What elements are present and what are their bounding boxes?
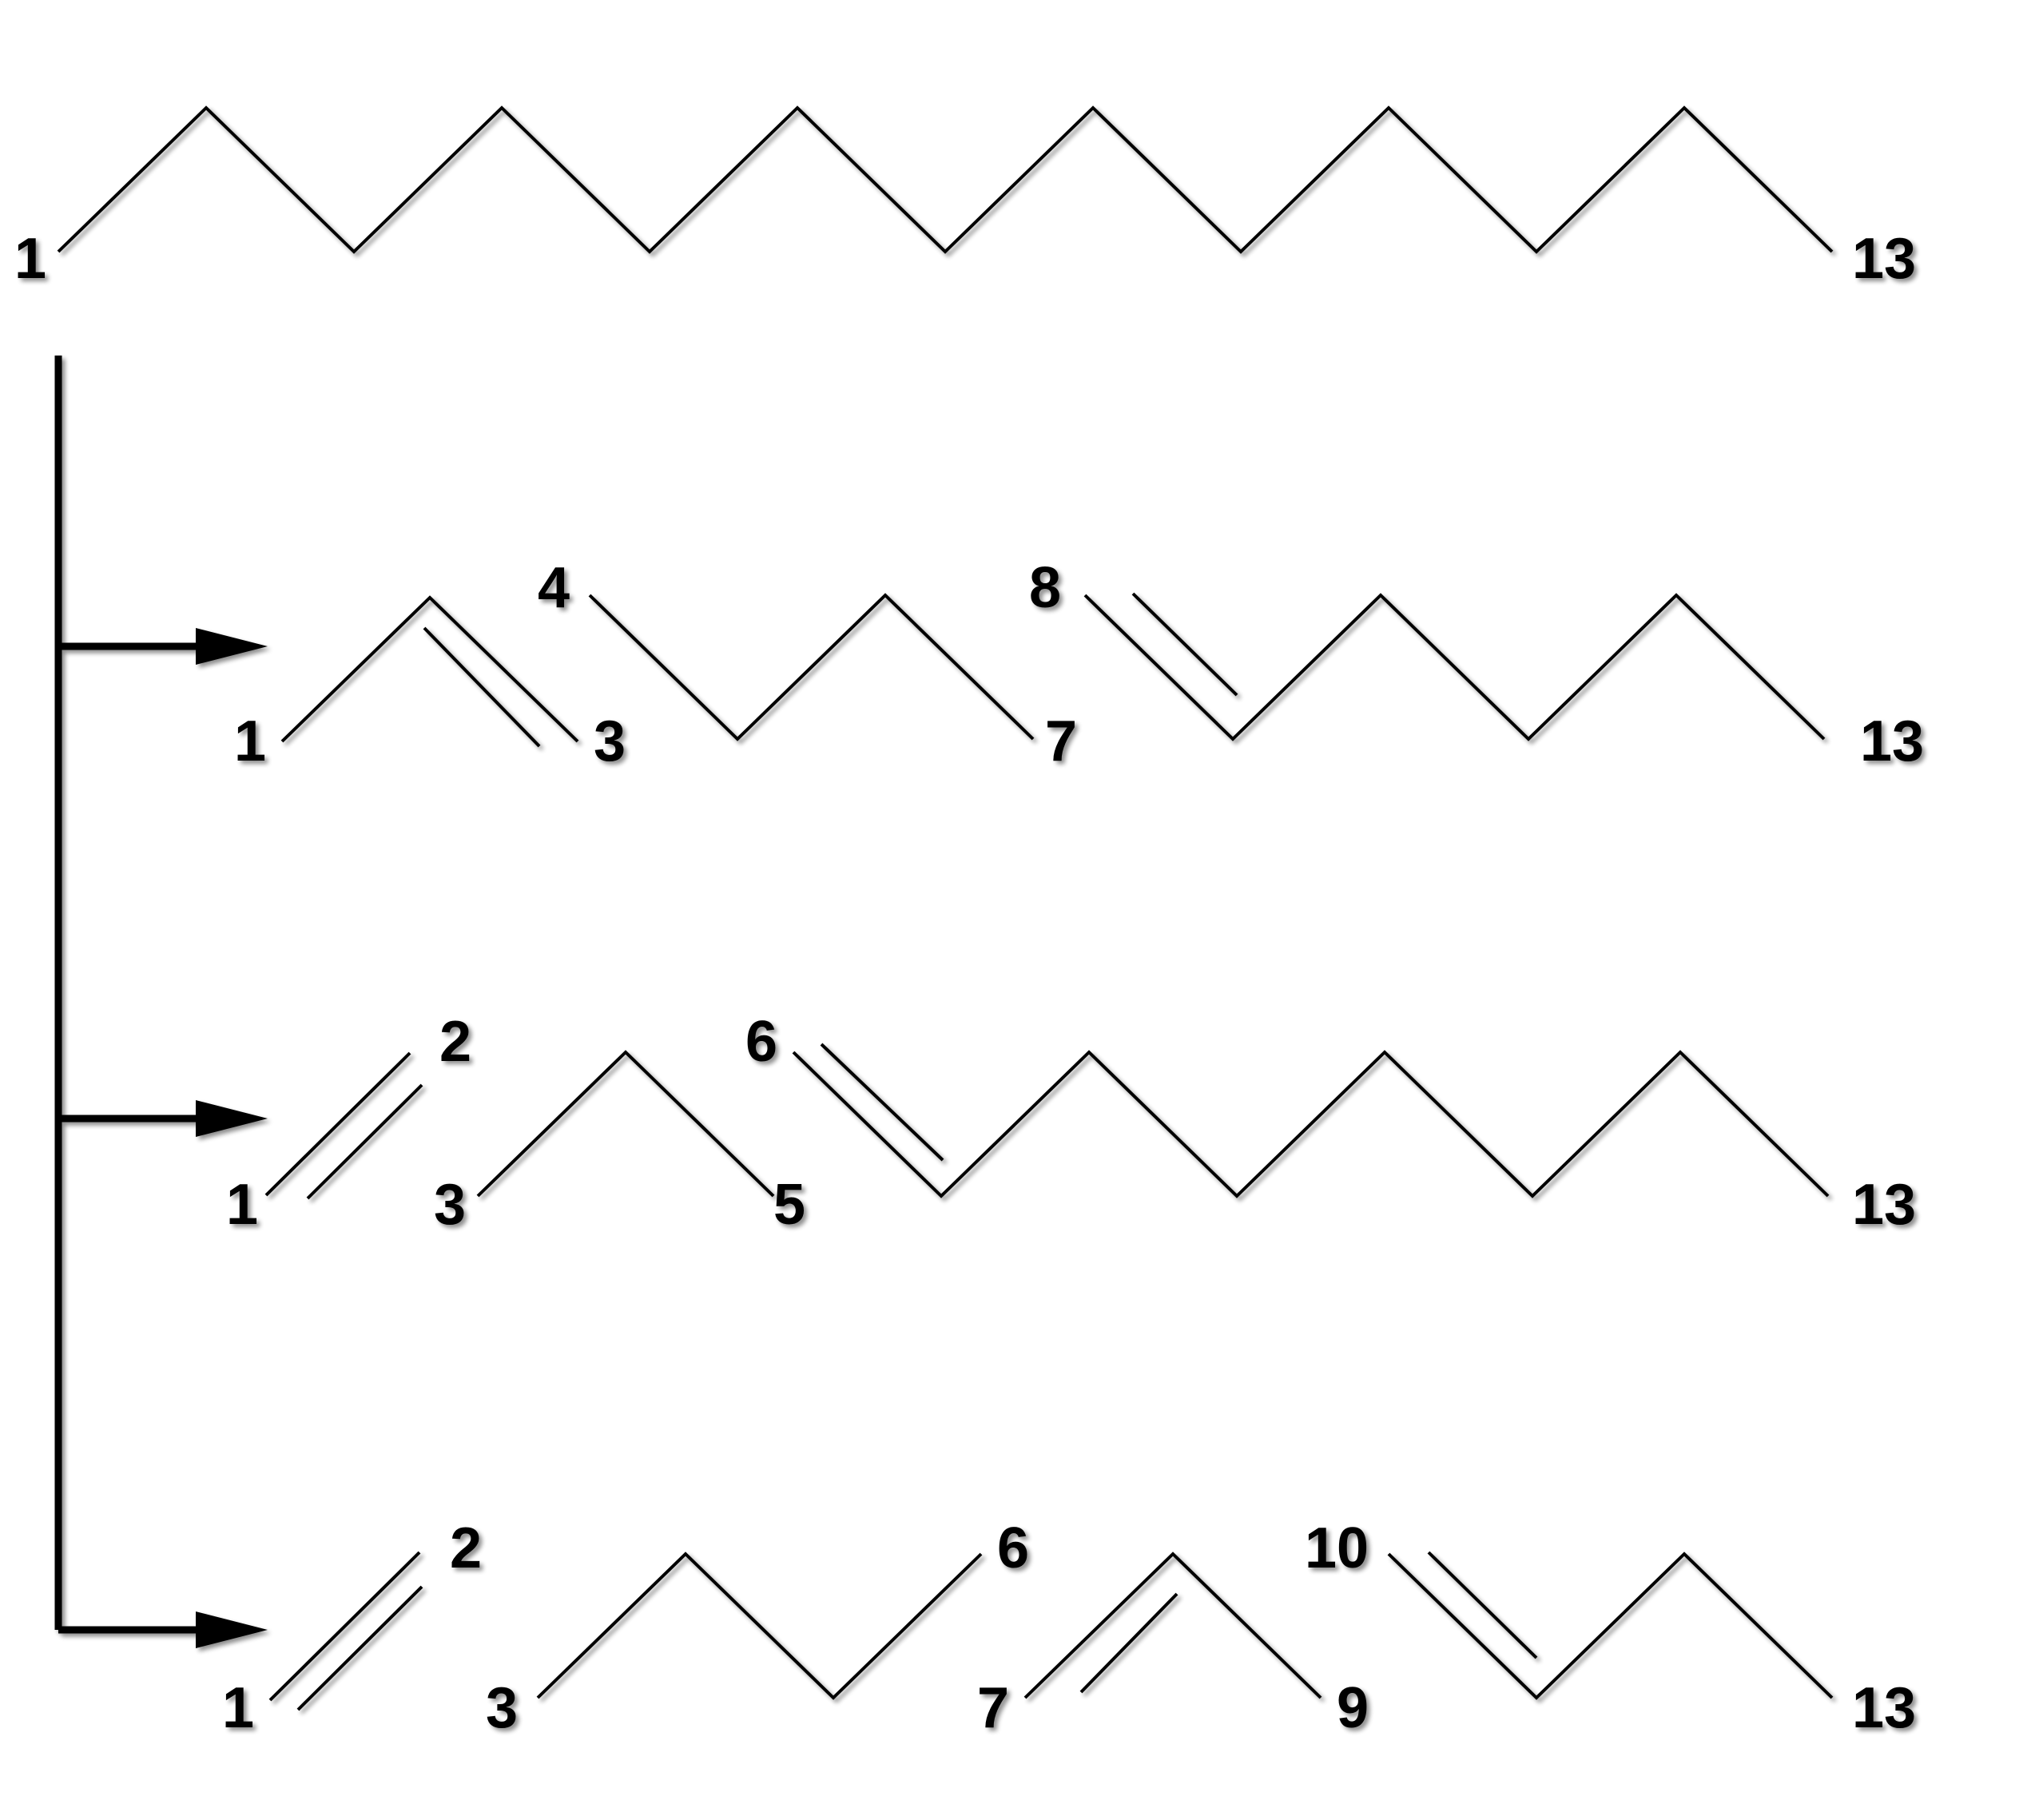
- atom-number-label: 1: [222, 1676, 254, 1740]
- fragment-c8-c13: 8 13: [1029, 556, 1924, 773]
- bond-line: [306, 1083, 423, 1200]
- atom-number-label: 3: [486, 1676, 518, 1740]
- bond-line: [1427, 1551, 1538, 1659]
- atom-number-label: 3: [434, 1173, 466, 1237]
- product-1: 1 3 4 7 8 13: [234, 556, 1924, 773]
- atom-number-label: 7: [977, 1676, 1009, 1740]
- fragment-c1-c2-b: 1 2: [222, 1516, 482, 1740]
- atom-number-label: 8: [1029, 556, 1061, 620]
- atom-number-label: 2: [439, 1010, 471, 1074]
- atom-number-label: 3: [594, 709, 626, 773]
- atom-number-label: 10: [1305, 1516, 1369, 1580]
- atom-number-label: 13: [1852, 1173, 1916, 1237]
- bond-line: [280, 595, 579, 743]
- bond-line: [792, 1050, 1830, 1198]
- fragment-c3-c6: 3 6: [486, 1516, 1029, 1740]
- atom-number-label: 4: [538, 556, 570, 620]
- bond-line: [820, 1043, 944, 1162]
- bond-line: [264, 1051, 411, 1197]
- atom-number-label: 1: [234, 709, 266, 773]
- fragment-c7-c9: 7 9: [977, 1552, 1369, 1740]
- fragment-c4-c7: 4 7: [538, 556, 1077, 773]
- bond-line: [1387, 1552, 1834, 1700]
- fragment-c3-c5: 3 5: [434, 1050, 805, 1237]
- bond-line: [536, 1552, 983, 1700]
- atom-number-label: 5: [773, 1173, 805, 1237]
- parent-chain-end-label: 13: [1852, 227, 1916, 291]
- bond-line: [1131, 592, 1238, 697]
- arrow-to-product-2: [58, 1100, 268, 1137]
- fragment-c6-c13: 6 13: [745, 1010, 1916, 1237]
- fragment-c10-c13: 10 13: [1305, 1516, 1916, 1740]
- bond-line: [423, 626, 541, 748]
- bond-line: [588, 593, 1035, 741]
- product-3: 1 2 3 6 7 9 10 13: [222, 1516, 1916, 1740]
- bond-line: [476, 1050, 775, 1198]
- bond-line: [268, 1551, 421, 1702]
- atom-number-label: 13: [1860, 709, 1924, 773]
- atom-number-label: 2: [450, 1516, 482, 1580]
- arrow-to-product-1: [58, 628, 268, 665]
- atom-number-label: 1: [226, 1173, 258, 1237]
- atom-number-label: 9: [1337, 1676, 1369, 1740]
- bond-line: [1083, 593, 1826, 741]
- bond-line: [1023, 1552, 1322, 1699]
- atom-number-label: 6: [745, 1010, 777, 1074]
- atom-number-label: 13: [1852, 1676, 1916, 1740]
- arrow-to-product-3: [58, 1611, 268, 1648]
- atom-number-label: 7: [1045, 709, 1077, 773]
- bond-line: [1079, 1592, 1178, 1694]
- fragment-c1-c3: 1 3: [234, 595, 626, 773]
- parent-chain-start-label: 1: [14, 227, 46, 291]
- product-2: 1 2 3 5 6 13: [226, 1010, 1916, 1237]
- bond-line: [296, 1585, 423, 1711]
- parent-chain: [57, 105, 1834, 254]
- fragment-c1-c2: 1 2: [226, 1010, 471, 1237]
- atom-number-label: 6: [997, 1516, 1029, 1580]
